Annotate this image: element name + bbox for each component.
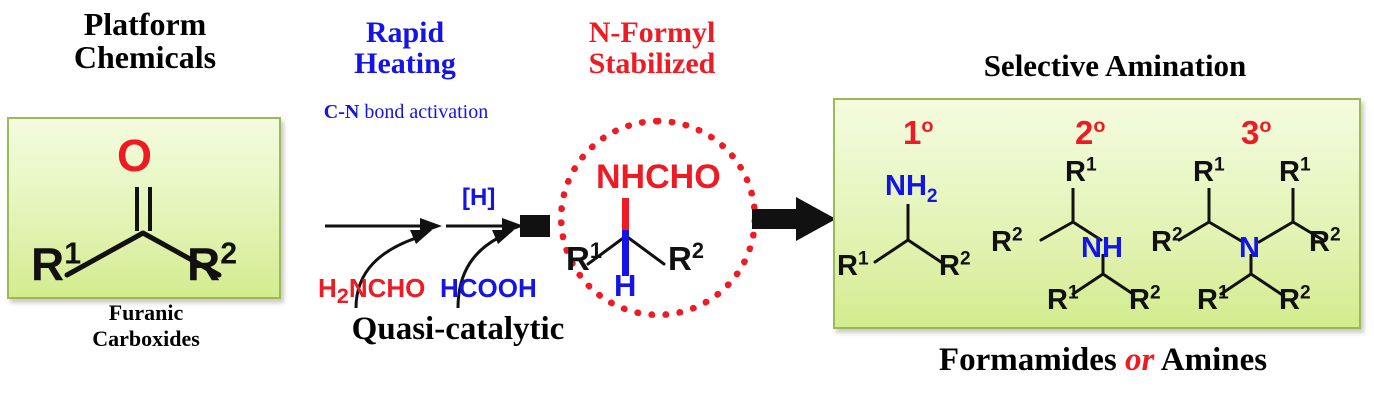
n-formyl-intermediate-structure: NHCHO H R1 R2 — [558, 118, 758, 318]
n-formyl-line2: Stabilized — [588, 46, 716, 80]
nhcho-label: NHCHO — [596, 158, 721, 196]
furanic-caption-line1: Furanic — [108, 300, 184, 325]
primary-amine-bonds — [873, 204, 943, 264]
tertiary-ul-r1-label: R1 — [1193, 154, 1225, 188]
formamides-text: Formamides — [938, 342, 1125, 378]
n-formyl-stabilized-title: N-Formyl Stabilized — [548, 16, 756, 80]
reactant-r2-label: R2 — [187, 237, 238, 290]
intermediate-r1-label: R1 — [566, 238, 602, 277]
furanic-carboxides-caption: Furanic Carboxides — [52, 300, 240, 352]
selective-amination-title: Selective Amination — [983, 48, 1247, 83]
rapid-heating-title: Rapid Heating — [305, 16, 505, 80]
tertiary-amine-degree-label: 3o — [1241, 114, 1272, 151]
tertiary-bottom-r1-label: R1 — [1197, 282, 1229, 316]
reactant-structure-box: O R1 R2 — [7, 117, 281, 299]
platform-chemicals-line1: Platform — [83, 6, 207, 42]
cn-bond-prefix: C-N — [323, 101, 360, 123]
products-structure-box: 1o NH2 R1 R2 2o R1 R2 NH R1 R2 3o — [833, 98, 1361, 329]
rapid-heating-line2: Heating — [354, 46, 456, 80]
rapid-heating-line1: Rapid — [365, 16, 445, 49]
amines-text: Amines — [1154, 342, 1268, 378]
primary-nh2-label: NH2 — [885, 170, 938, 207]
n-formyl-line1: N-Formyl — [588, 16, 716, 49]
secondary-amine-bonds — [1039, 188, 1135, 296]
reactant-r1-label: R1 — [31, 237, 82, 290]
ketone-skeleton-bonds — [64, 230, 222, 278]
tertiary-n-label: N — [1239, 232, 1260, 264]
cn-bond-activation-label: C-N bond activation — [297, 102, 515, 122]
cn-bond-rest: bond activation — [359, 101, 489, 123]
or-text: or — [1124, 342, 1155, 378]
tertiary-amine-bonds — [1177, 188, 1325, 296]
carbonyl-double-bond-left — [135, 187, 139, 231]
secondary-top-r1-label: R1 — [1065, 154, 1097, 188]
intermediate-h-label: H — [614, 268, 637, 303]
tertiary-bottom-r2-label: R2 — [1279, 282, 1311, 316]
tertiary-ur-r1-label: R1 — [1279, 154, 1311, 188]
secondary-amine-degree-label: 2o — [1075, 114, 1106, 151]
primary-amine-degree-label: 1o — [903, 114, 934, 151]
platform-chemicals-title: Platform Chemicals — [22, 8, 268, 73]
intermediate-r2-label: R2 — [668, 238, 704, 277]
quasi-catalytic-caption: Quasi-catalytic — [351, 311, 565, 347]
primary-r2-label: R2 — [939, 248, 971, 282]
secondary-top-r2-label: R2 — [991, 224, 1023, 258]
secondary-nh-label: NH — [1081, 232, 1123, 264]
block-arrow-icon — [752, 197, 836, 241]
tertiary-ul-r2-label: R2 — [1151, 224, 1183, 258]
formamide-reagent-label: H2NCHO — [318, 273, 426, 309]
tertiary-ur-r2-label: R2 — [1309, 224, 1341, 258]
platform-chemicals-line2: Chemicals — [73, 38, 217, 75]
formamides-or-amines-caption: Formamides or Amines — [888, 342, 1318, 378]
c-n-bond — [622, 198, 629, 234]
reaction-arrows-group — [325, 215, 550, 309]
furanic-caption-line2: Carboxides — [92, 325, 200, 351]
primary-r1-label: R1 — [837, 248, 869, 282]
formic-acid-reagent-label: HCOOH — [440, 273, 537, 303]
secondary-bottom-r1-label: R1 — [1047, 282, 1079, 316]
carbonyl-oxygen-label: O — [117, 130, 153, 181]
secondary-bottom-r2-label: R2 — [1129, 282, 1161, 316]
carbonyl-double-bond-right — [148, 187, 152, 231]
hydride-label: [H] — [462, 184, 496, 211]
c-h-bond — [622, 230, 629, 276]
